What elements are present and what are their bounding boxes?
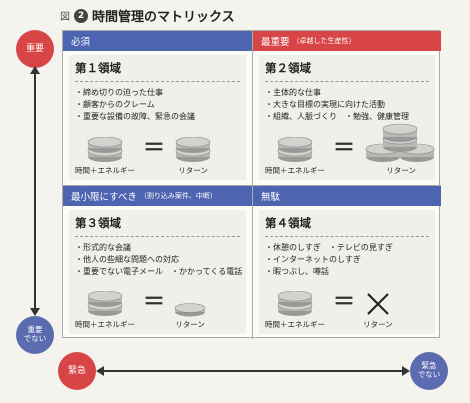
quadrant-4-header-label: 無駄 (261, 192, 281, 203)
list-item: ・形式的な会議 (75, 243, 131, 252)
not-urgent-axis-label: 緊急 でない (410, 352, 448, 390)
quadrant-4-divider (265, 236, 429, 237)
quadrant-1: 必須 第１領域 ・締め切りの迫った仕事 ・顧客からのクレーム ・重要な設備の故障… (63, 31, 252, 185)
equals-sign: ＝ (143, 136, 166, 161)
quadrant-2-input-caption: 時間＋エネルギー (265, 166, 325, 175)
quadrant-4: 無駄 第４領域 ・休憩のしすぎ ・テレビの見すぎ ・インターネットのしすぎ ・暇… (252, 185, 441, 339)
urgency-axis-arrow (96, 366, 410, 376)
quadrant-4-title: 第４領域 (265, 216, 311, 230)
equals-sign: ＝ (143, 290, 166, 315)
list-item: ・締め切りの迫った仕事 (75, 88, 163, 97)
not-important-label-line1: 重要 (27, 325, 43, 335)
quadrant-3-input-caption: 時間＋エネルギー (75, 320, 135, 329)
quadrant-4-input-caption: 時間＋エネルギー (265, 320, 325, 329)
quadrant-1-body: 第１領域 ・締め切りの迫った仕事 ・顧客からのクレーム ・重要な設備の故障、緊急… (69, 55, 246, 180)
time-management-matrix: 必須 第１領域 ・締め切りの迫った仕事 ・顧客からのクレーム ・重要な設備の故障… (62, 30, 441, 339)
coin-stack-icon (277, 137, 313, 162)
important-label-text: 重要 (25, 43, 44, 54)
quadrant-2-header: 最重要 （卓越した生産性） (253, 31, 441, 51)
coin-stack-icon (87, 291, 123, 316)
equals-sign: ＝ (333, 136, 356, 161)
coin-stack-icon (277, 291, 313, 316)
list-item: ・組織、人脈づくり ・勉強、健康管理 (265, 112, 409, 121)
quadrant-1-equation: 時間＋エネルギー ＝ リターン (75, 130, 240, 176)
quadrant-3-header-label: 最小限にすべき (71, 192, 137, 203)
coin-stack-icon (175, 137, 211, 162)
urgent-axis-label: 緊急 (58, 352, 96, 390)
not-important-label-line2: でない (23, 334, 47, 343)
figure-prefix: 図 (60, 12, 70, 23)
quadrant-2-header-note: （卓越した生産性） (292, 37, 356, 45)
importance-axis-arrow (30, 66, 40, 316)
quadrant-3-return-caption: リターン (175, 320, 205, 329)
quadrant-2-body: 第２領域 ・主体的な仕事 ・大きな目標の実現に向けた活動 ・組織、人脈づくり ・… (259, 55, 435, 180)
quadrant-1-header: 必須 (63, 31, 252, 51)
quadrant-1-input-caption: 時間＋エネルギー (75, 166, 135, 175)
list-item: ・顧客からのクレーム (75, 100, 155, 109)
quadrant-2-header-label: 最重要 (261, 37, 290, 48)
list-item: ・休憩のしすぎ ・テレビの見すぎ (265, 243, 393, 252)
quadrant-4-items: ・休憩のしすぎ ・テレビの見すぎ ・インターネットのしすぎ ・暇つぶし、噂話 (265, 242, 429, 278)
not-urgent-label-line1: 緊急 (421, 361, 437, 371)
list-item: ・インターネットのしすぎ (265, 255, 361, 264)
quadrant-3-header: 最小限にすべき （割り込み案件、中断） (63, 186, 252, 206)
quadrant-3: 最小限にすべき （割り込み案件、中断） 第３領域 ・形式的な会議 ・他人の些細な… (63, 185, 252, 339)
quadrant-4-return-caption: リターン (363, 320, 393, 329)
quadrant-3-title: 第３領域 (75, 216, 121, 230)
list-item: ・他人の些細な問題への対応 (75, 255, 179, 264)
quadrant-1-header-label: 必須 (71, 37, 91, 48)
quadrant-2-items: ・主体的な仕事 ・大きな目標の実現に向けた活動 ・組織、人脈づくり ・勉強、健康… (265, 87, 429, 123)
quadrant-4-body: 第４領域 ・休憩のしすぎ ・テレビの見すぎ ・インターネットのしすぎ ・暇つぶし… (259, 210, 435, 334)
list-item: ・重要な設備の故障、緊急の会議 (75, 112, 195, 121)
list-item: ・暇つぶし、噂話 (265, 267, 329, 276)
quadrant-3-divider (75, 236, 240, 237)
equals-sign: ＝ (333, 290, 356, 315)
quadrant-1-items: ・締め切りの迫った仕事 ・顧客からのクレーム ・重要な設備の故障、緊急の会議 (75, 87, 240, 123)
list-item: ・大きな目標の実現に向けた活動 (265, 100, 385, 109)
quadrant-1-divider (75, 81, 240, 82)
list-item: ・主体的な仕事 (265, 88, 321, 97)
figure-number-badge: 2 (74, 8, 88, 23)
quadrant-3-header-note: （割り込み案件、中断） (139, 192, 217, 200)
urgent-label-text: 緊急 (67, 365, 86, 376)
not-urgent-label-line2: でない (417, 370, 441, 379)
quadrant-3-items: ・形式的な会議 ・他人の些細な問題への対応 ・重要でない電子メール ・かかってく… (75, 242, 243, 278)
list-item: ・重要でない電子メール ・かかってくる電話 (75, 267, 243, 276)
quadrant-2-divider (265, 81, 429, 82)
large-coin-pile-icon (365, 123, 435, 162)
quadrant-2: 最重要 （卓越した生産性） 第２領域 ・主体的な仕事 ・大きな目標の実現に向けた… (252, 31, 441, 185)
quadrant-1-title: 第１領域 (75, 61, 121, 75)
quadrant-2-equation: 時間＋エネルギー ＝ リターン (265, 123, 435, 176)
important-axis-label: 重要 (16, 30, 54, 68)
coin-stack-icon (87, 137, 123, 162)
single-coin-icon (174, 303, 206, 317)
quadrant-3-equation: 時間＋エネルギー ＝ リターン (75, 284, 240, 330)
cross-mark-icon (367, 293, 389, 315)
quadrant-2-return-caption: リターン (386, 166, 416, 175)
quadrant-2-title: 第２領域 (265, 61, 311, 75)
quadrant-3-body: 第３領域 ・形式的な会議 ・他人の些細な問題への対応 ・重要でない電子メール ・… (69, 210, 246, 334)
not-important-axis-label: 重要 でない (16, 316, 54, 354)
quadrant-4-equation: 時間＋エネルギー ＝ リターン (265, 284, 429, 330)
figure-title-text: 時間管理のマトリックス (92, 10, 235, 25)
figure-title: 図 2 時間管理のマトリックス (60, 6, 235, 25)
quadrant-4-header: 無駄 (253, 186, 441, 206)
quadrant-1-return-caption: リターン (178, 166, 208, 175)
